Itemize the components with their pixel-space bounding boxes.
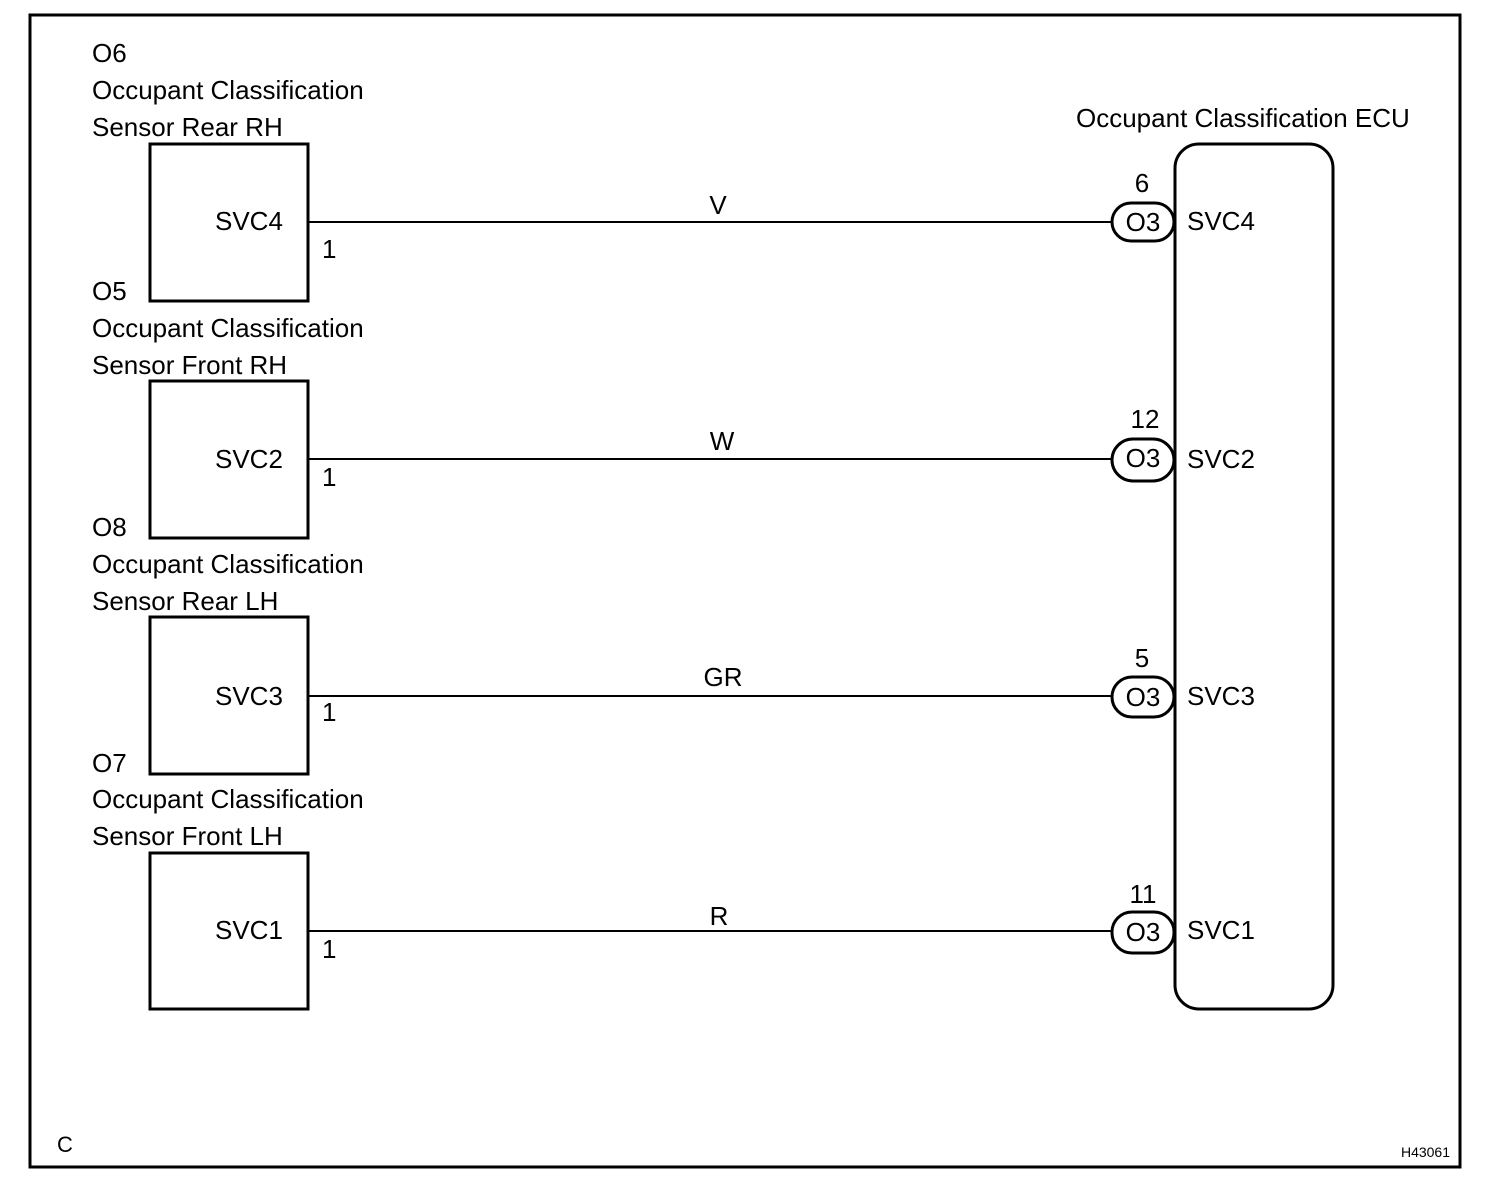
wire-color: W: [710, 426, 735, 456]
ecu-box: [1173, 142, 1335, 1011]
connector-code: O3: [1126, 443, 1161, 473]
sensor-pin: 1: [322, 697, 336, 727]
diagram-frame: [28, 13, 1462, 1169]
wire-svc4: V 6 O3 SVC4: [308, 168, 1255, 243]
ecu-title: Occupant Classification ECU: [1076, 103, 1410, 133]
wire-color: R: [710, 901, 729, 931]
sensor-rear-lh: O8 Occupant Classification Sensor Rear L…: [92, 512, 364, 776]
sensor-name-line2: Sensor Rear LH: [92, 586, 278, 616]
ecu-terminal: SVC1: [1187, 915, 1255, 945]
sensor-code: O7: [92, 748, 127, 778]
sensor-terminal: SVC1: [215, 915, 283, 945]
sensor-name-line1: Occupant Classification: [92, 549, 364, 579]
sensor-pin: 1: [322, 234, 336, 264]
wire-color: V: [709, 190, 727, 220]
sensor-terminal: SVC4: [215, 206, 283, 236]
wire-svc3: GR 5 O3 SVC3: [308, 643, 1255, 719]
sensor-name-line1: Occupant Classification: [92, 313, 364, 343]
wire-svc2: W 12 O3 SVC2: [308, 404, 1255, 483]
sensor-rear-rh: O6 Occupant Classification Sensor Rear R…: [92, 38, 364, 303]
ecu-pin: 5: [1135, 643, 1149, 673]
sensor-name-line2: Sensor Rear RH: [92, 112, 283, 142]
sensor-code: O5: [92, 276, 127, 306]
ecu-pin: 6: [1135, 168, 1149, 198]
sensor-pin: 1: [322, 462, 336, 492]
connector-oval: [1110, 437, 1176, 483]
ecu-pin: 11: [1130, 879, 1157, 909]
connector-code: O3: [1126, 682, 1161, 712]
sensor-code: O6: [92, 38, 127, 68]
connector-oval: [1110, 910, 1176, 955]
ecu-pin: 12: [1131, 404, 1160, 434]
sensor-name-line2: Sensor Front LH: [92, 821, 283, 851]
figure-id: H43061: [1401, 1144, 1450, 1160]
wire-color: GR: [704, 662, 743, 692]
corner-label: C: [57, 1132, 73, 1157]
sensor-name-line2: Sensor Front RH: [92, 350, 287, 380]
sensor-pin: 1: [322, 934, 336, 964]
sensor-code: O8: [92, 512, 127, 542]
connector-code: O3: [1126, 917, 1161, 947]
connector-code: O3: [1126, 207, 1161, 237]
connector-oval: [1110, 201, 1176, 243]
sensor-terminal: SVC3: [215, 681, 283, 711]
connector-oval: [1110, 675, 1176, 719]
sensor-front-lh: O7 Occupant Classification Sensor Front …: [92, 748, 364, 1011]
sensor-name-line1: Occupant Classification: [92, 75, 364, 105]
sensor-name-line1: Occupant Classification: [92, 784, 364, 814]
ecu-terminal: SVC4: [1187, 206, 1255, 236]
ecu-terminal: SVC2: [1187, 444, 1255, 474]
sensor-terminal: SVC2: [215, 444, 283, 474]
ecu-terminal: SVC3: [1187, 681, 1255, 711]
wire-svc1: R 11 O3 SVC1: [308, 879, 1255, 955]
sensor-front-rh: O5 Occupant Classification Sensor Front …: [92, 276, 364, 540]
